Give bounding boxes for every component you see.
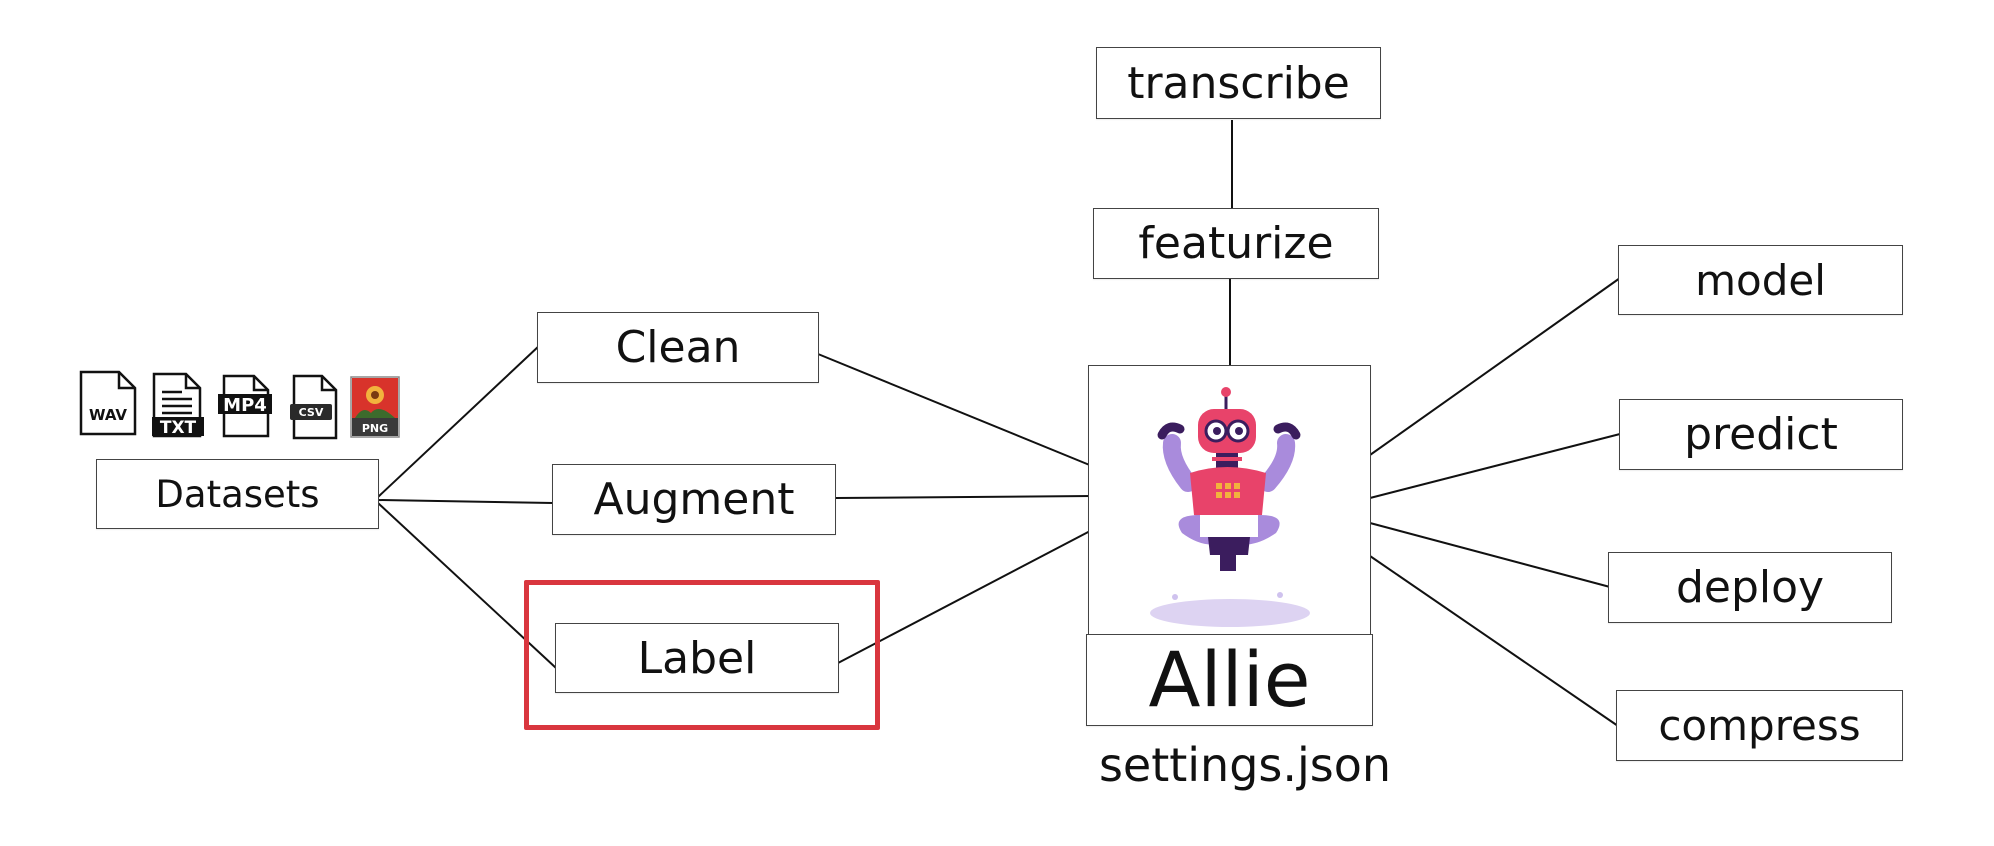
settings-json-label: settings.json: [1098, 738, 1392, 792]
featurize-node: featurize: [1093, 208, 1379, 279]
edge-datasets-clean: [377, 344, 541, 498]
edge-allie-deploy: [1369, 522, 1611, 588]
png-icon-label: PNG: [362, 422, 388, 435]
robot-mascot-icon: [1149, 387, 1310, 627]
csv-icon-label: CSV: [299, 406, 324, 419]
transcribe-label: transcribe: [1127, 57, 1350, 109]
txt-icon-label: TXT: [160, 418, 197, 438]
edge-allie-compress: [1369, 555, 1619, 727]
mp4-file-icon: MP4: [218, 374, 272, 438]
edge-datasets-augment: [377, 499, 554, 504]
edge-allie-predict: [1369, 433, 1621, 499]
csv-file-icon: CSV: [290, 374, 338, 440]
edge-label-allie: [837, 529, 1093, 664]
model-label: model: [1695, 255, 1826, 305]
label-label: Label: [637, 632, 757, 684]
png-file-icon: PNG: [350, 376, 400, 438]
allie-title: Allie: [1148, 635, 1311, 724]
compress-node: compress: [1616, 690, 1903, 761]
mp4-icon-label: MP4: [223, 395, 267, 416]
label-highlight-frame: [524, 580, 880, 730]
clean-node: Clean: [537, 312, 819, 383]
featurize-label: featurize: [1138, 218, 1334, 269]
allie-image-frame: [1088, 365, 1371, 635]
predict-label: predict: [1684, 409, 1838, 460]
augment-label: Augment: [593, 474, 795, 525]
wav-file-icon: WAV: [79, 370, 137, 436]
datasets-label: Datasets: [155, 472, 320, 516]
edge-allie-model: [1369, 277, 1621, 456]
wav-icon-label: WAV: [89, 406, 127, 424]
txt-file-icon: TXT: [152, 372, 204, 438]
augment-node: Augment: [552, 464, 836, 535]
compress-label: compress: [1658, 701, 1861, 750]
label-node: Label: [555, 623, 839, 693]
model-node: model: [1618, 245, 1903, 315]
datasets-node: Datasets: [96, 459, 379, 529]
deploy-node: deploy: [1608, 552, 1892, 623]
allie-label-box: Allie: [1086, 634, 1373, 726]
edge-augment-allie: [835, 495, 1093, 499]
predict-node: predict: [1619, 399, 1903, 470]
deploy-label: deploy: [1675, 562, 1825, 613]
clean-label: Clean: [615, 322, 741, 373]
transcribe-node: transcribe: [1096, 47, 1381, 119]
edge-clean-allie: [817, 353, 1093, 467]
